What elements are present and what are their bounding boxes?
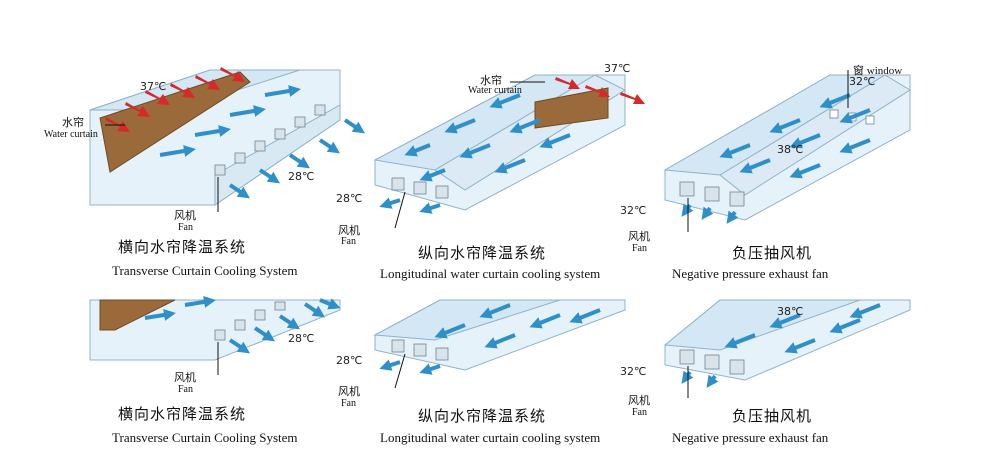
- fan-leader-line: [394, 191, 406, 229]
- cool-air-arrows: [379, 303, 601, 375]
- fan-row: [391, 177, 449, 199]
- fan-row: [679, 181, 745, 207]
- fan-label-en: Fan: [178, 384, 193, 395]
- fan-label-cn: 风机: [174, 209, 196, 222]
- window-label-en: window: [866, 65, 903, 77]
- panel-exhaust-bottom: [663, 299, 911, 398]
- temp-inside-label: 28℃: [336, 192, 363, 205]
- panel-title-cn: 负压抽风机: [732, 244, 813, 262]
- fan-row: [679, 349, 745, 375]
- panel-title-en: Negative pressure exhaust fan: [672, 430, 829, 445]
- panel-title-cn: 负压抽风机: [732, 407, 813, 425]
- water-curtain-label-cn: 水帘: [480, 74, 502, 87]
- fan-label-cn: 风机: [628, 394, 650, 407]
- panel-title-cn: 横向水帘降温系统: [118, 405, 247, 423]
- window-label: 窗 window: [853, 62, 902, 78]
- fan-row: [214, 104, 326, 176]
- panel-longitudinal-top: [373, 74, 645, 229]
- cool-air-arrows: [159, 85, 365, 199]
- temp-outside-label: 37℃: [140, 80, 167, 93]
- water-curtain-label-cn: 水帘: [62, 116, 84, 129]
- fan-label-cn: 风机: [338, 385, 360, 398]
- fan-row: [391, 339, 449, 361]
- window-label-cn: 窗: [853, 65, 864, 77]
- temp-inside-label: 28℃: [288, 170, 315, 183]
- fan-label-cn: 风机: [174, 371, 196, 384]
- hot-air-arrows: [555, 77, 645, 104]
- cool-air-arrows: [144, 296, 341, 354]
- fan-label-en: Fan: [341, 398, 356, 409]
- temp-inside-label: 28℃: [336, 354, 363, 367]
- panel-longitudinal-bottom: [373, 299, 626, 389]
- temp-outside-label: 32℃: [849, 75, 876, 88]
- water-curtain: [99, 71, 251, 173]
- fan-label-cn: 风机: [338, 224, 360, 237]
- panel-title-cn: 纵向水帘降温系统: [418, 407, 547, 425]
- water-curtain-label-en: Water curtain: [44, 129, 98, 140]
- cool-air-arrows: [681, 93, 871, 224]
- temp-fan-side-label: 32℃: [620, 204, 647, 217]
- panel-title-cn: 横向水帘降温系统: [118, 238, 247, 256]
- fan-label-en: Fan: [632, 243, 647, 254]
- fan-row: [214, 301, 286, 341]
- temp-inside-label: 38℃: [777, 143, 804, 156]
- panel-title-en: Transverse Curtain Cooling System: [112, 430, 298, 445]
- temp-inside-label: 38℃: [777, 305, 804, 318]
- panel-title-en: Transverse Curtain Cooling System: [112, 263, 298, 278]
- water-curtain: [99, 299, 176, 331]
- temp-fan-side-label: 32℃: [620, 365, 647, 378]
- water-curtain: [534, 87, 609, 129]
- temp-outside-label: 37℃: [604, 62, 631, 75]
- fan-leader-line: [394, 353, 406, 389]
- greenhouse-roof: [663, 299, 861, 351]
- fan-label-en: Fan: [632, 407, 647, 418]
- panel-title-en: Longitudinal water curtain cooling syste…: [380, 266, 601, 281]
- cool-air-arrows: [379, 93, 571, 214]
- temp-inside-label: 28℃: [288, 332, 315, 345]
- fan-label-cn: 风机: [628, 230, 650, 243]
- panel-transverse-bottom: [89, 296, 341, 375]
- fan-label-en: Fan: [341, 236, 356, 247]
- panel-exhaust-top: [663, 70, 911, 232]
- greenhouse-roof: [373, 299, 561, 341]
- panel-title-en: Negative pressure exhaust fan: [672, 266, 829, 281]
- panel-transverse-top: [89, 67, 365, 212]
- fan-label-en: Fan: [178, 222, 193, 233]
- water-curtain-label-en: Water curtain: [468, 85, 522, 96]
- panel-title-cn: 纵向水帘降温系统: [418, 244, 547, 262]
- panel-title-en: Longitudinal water curtain cooling syste…: [380, 430, 601, 445]
